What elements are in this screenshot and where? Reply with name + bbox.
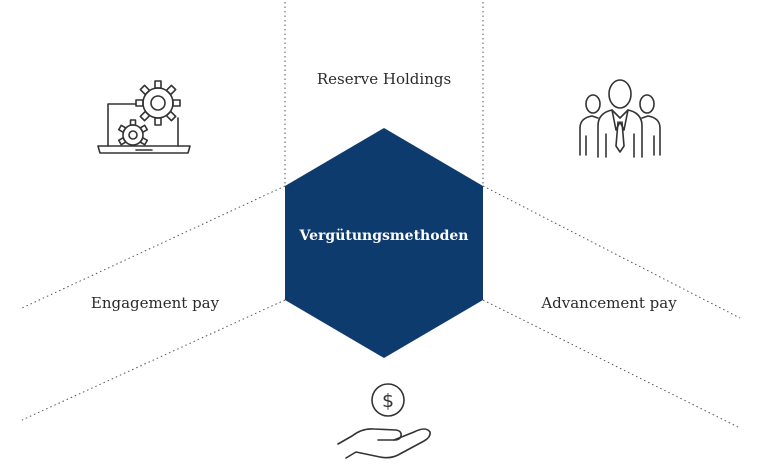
divider-upper-left (21, 185, 286, 309)
sector-label-right: Advancement pay (541, 294, 677, 312)
business-team-icon (579, 79, 661, 158)
divider-upper-right (482, 185, 741, 319)
center-hexagon (285, 128, 483, 358)
sector-label-top: Reserve Holdings (316, 70, 452, 88)
divider-lower-right (482, 299, 741, 429)
sector-label-left: Engagement pay (90, 294, 220, 312)
laptop-gears-icon (97, 80, 191, 154)
center-label: Vergütungsmethoden (299, 228, 469, 244)
hand-dollar-coin-icon: $ (337, 383, 431, 459)
divider-lines (21, 2, 741, 429)
svg-text:$: $ (382, 390, 394, 412)
divider-lower-left (21, 299, 286, 421)
